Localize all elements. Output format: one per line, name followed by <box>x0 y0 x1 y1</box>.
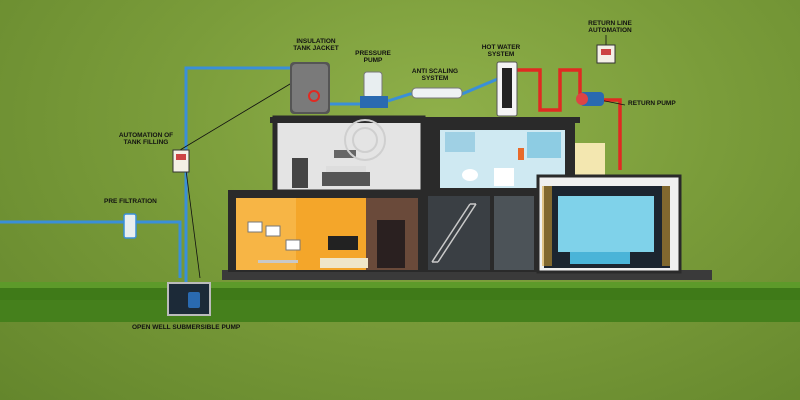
anti-scaling-label: ANTI SCALING SYSTEM <box>411 68 459 82</box>
pressure-pump <box>360 71 388 108</box>
submersible-pump <box>188 292 200 308</box>
insulation-label: INSULATION TANK JACKET <box>293 38 339 52</box>
tank-filling-controller <box>172 149 190 173</box>
hot-water-heater <box>496 61 518 117</box>
anti-scaling-unit <box>411 87 463 99</box>
dining-table <box>258 260 298 263</box>
staircase <box>431 203 477 263</box>
insulated-water-tank <box>290 62 330 114</box>
return-line-controller <box>596 44 616 64</box>
wardrobe <box>292 158 308 188</box>
house <box>222 115 712 280</box>
return-pump <box>576 92 604 106</box>
return-line-label: RETURN LINE AUTOMATION <box>588 20 632 34</box>
sink <box>494 168 514 186</box>
pressure-pump-label: PRESSURE PUMP <box>355 50 391 64</box>
hot-water-pipes <box>515 68 622 170</box>
bed <box>322 172 370 186</box>
pool <box>570 252 630 264</box>
return-pump-label: RETURN PUMP <box>628 100 676 107</box>
pre-filter <box>123 213 137 239</box>
pre-filtration-label: PRE FILTRATION <box>104 198 157 205</box>
door <box>377 220 405 268</box>
toilet <box>462 169 478 181</box>
sofa <box>320 258 368 268</box>
open-well <box>167 282 211 316</box>
staircase-area <box>428 196 490 270</box>
automation-tank-label: AUTOMATION OF TANK FILLING <box>118 132 174 146</box>
hot-water-label: HOT WATER SYSTEM <box>481 44 521 58</box>
submersible-label: OPEN WELL SUBMERSIBLE PUMP <box>132 324 241 331</box>
tv <box>328 236 358 250</box>
